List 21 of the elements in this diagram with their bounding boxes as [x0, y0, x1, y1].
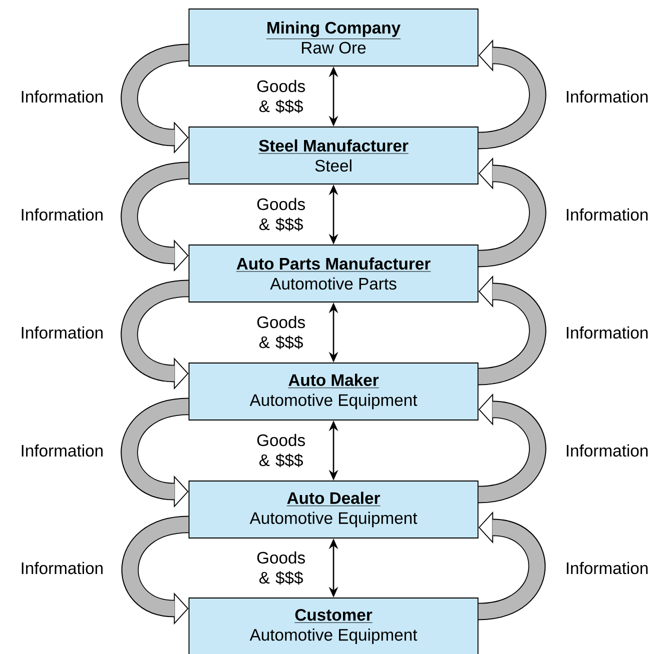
process-box: Mining Company Raw Ore — [188, 8, 478, 66]
process-box: Steel Manufacturer Steel — [188, 126, 478, 184]
process-box: Auto Dealer Automotive Equipment — [188, 480, 478, 538]
edge-label: Information — [566, 208, 648, 221]
edge-label: Information — [566, 326, 648, 339]
edge-label: Goods & $$$ — [257, 551, 305, 585]
edge-label: Information — [22, 326, 103, 339]
edge-label: Information — [566, 562, 648, 574]
edge-label: Goods & $$$ — [257, 316, 305, 350]
process-box: Auto Maker Automotive Equipment — [188, 362, 478, 420]
process-box: Customer Automotive Equipment — [188, 598, 478, 654]
edge-label: Information — [566, 90, 648, 103]
edge-label: Goods & $$$ — [257, 80, 305, 114]
edge-label: Information — [22, 208, 103, 221]
edge-label: Goods & $$$ — [257, 198, 305, 232]
edge-label: Goods & $$$ — [257, 434, 305, 468]
edge-label: Information — [22, 90, 103, 103]
edge-label: Information — [566, 444, 648, 457]
edge-label: Information — [22, 444, 103, 457]
edge-label: Information — [22, 562, 103, 574]
process-box: Auto Parts Manufacturer Automotive Parts — [188, 244, 478, 302]
